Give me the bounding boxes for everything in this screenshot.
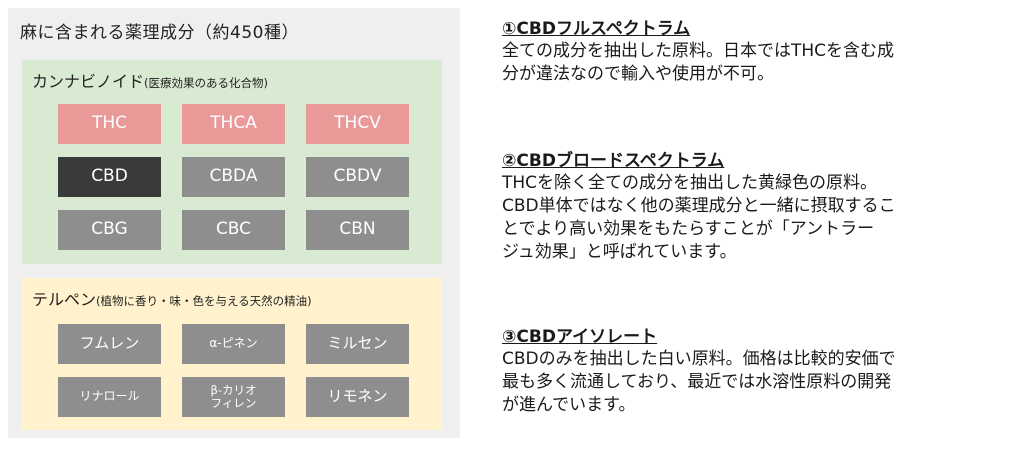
chip-myrcene: ミルセン: [306, 324, 409, 364]
terpene-subtitle: (植物に香り・味・色を与える天然の精油): [96, 294, 312, 308]
chip-beta-caryophyllene: β-カリオ フィレン: [182, 377, 285, 417]
cannabinoid-group: カンナビノイド(医療効果のある化合物) THC THCA THCV CBD CB…: [22, 60, 442, 264]
terpene-title: テルペン: [32, 290, 97, 309]
cannabinoid-group-title: カンナビノイド(医療効果のある化合物): [32, 68, 268, 92]
chip-cbg: CBG: [58, 210, 161, 250]
chip-limonene: リモネン: [306, 377, 409, 417]
chip-cbd: CBD: [58, 157, 161, 197]
section-body: THCを除く全ての成分を抽出した黄緑色の原料。 CBD単体ではなく他の薬理成分と…: [502, 173, 896, 262]
chip-cbdv: CBDV: [306, 157, 409, 197]
panel-title: 麻に含まれる薬理成分（約450種）: [20, 23, 299, 43]
chip-alpha-pinene: α-ピネン: [182, 324, 285, 364]
chip-thca: THCA: [182, 104, 285, 144]
section-title: ①CBDフルスペクトラム: [502, 19, 691, 39]
terpene-group: テルペン(植物に香り・味・色を与える天然の精油) フムレン α-ピネン ミルセン…: [22, 278, 442, 430]
section-full-spectrum: ①CBDフルスペクトラム 全ての成分を抽出した原料。日本ではTHCを含む成 分が…: [502, 18, 1017, 86]
chip-humulene: フムレン: [58, 324, 161, 364]
cannabinoid-subtitle: (医療効果のある化合物): [144, 76, 268, 90]
section-body: 全ての成分を抽出した原料。日本ではTHCを含む成 分が違法なので輸入や使用が不可…: [502, 41, 895, 84]
chip-cbn: CBN: [306, 210, 409, 250]
terpene-group-title: テルペン(植物に香り・味・色を与える天然の精油): [32, 286, 312, 310]
chip-thc: THC: [58, 104, 161, 144]
chip-cbc: CBC: [182, 210, 285, 250]
section-isolate: ③CBDアイソレート CBDのみを抽出した白い原料。価格は比較的安価で 最も多く…: [502, 326, 1017, 417]
section-broad-spectrum: ②CBDブロードスペクトラム THCを除く全ての成分を抽出した黄緑色の原料。 C…: [502, 150, 1017, 264]
cannabinoid-title: カンナビノイド: [32, 72, 145, 91]
section-body: CBDのみを抽出した白い原料。価格は比較的安価で 最も多く流通しており、最近では…: [502, 349, 896, 415]
chip-thcv: THCV: [306, 104, 409, 144]
ingredients-panel: 麻に含まれる薬理成分（約450種） カンナビノイド(医療効果のある化合物) TH…: [8, 8, 460, 438]
section-title: ③CBDアイソレート: [502, 327, 658, 347]
section-title: ②CBDブロードスペクトラム: [502, 151, 725, 171]
chip-cbda: CBDA: [182, 157, 285, 197]
chip-linalool: リナロール: [58, 377, 161, 417]
